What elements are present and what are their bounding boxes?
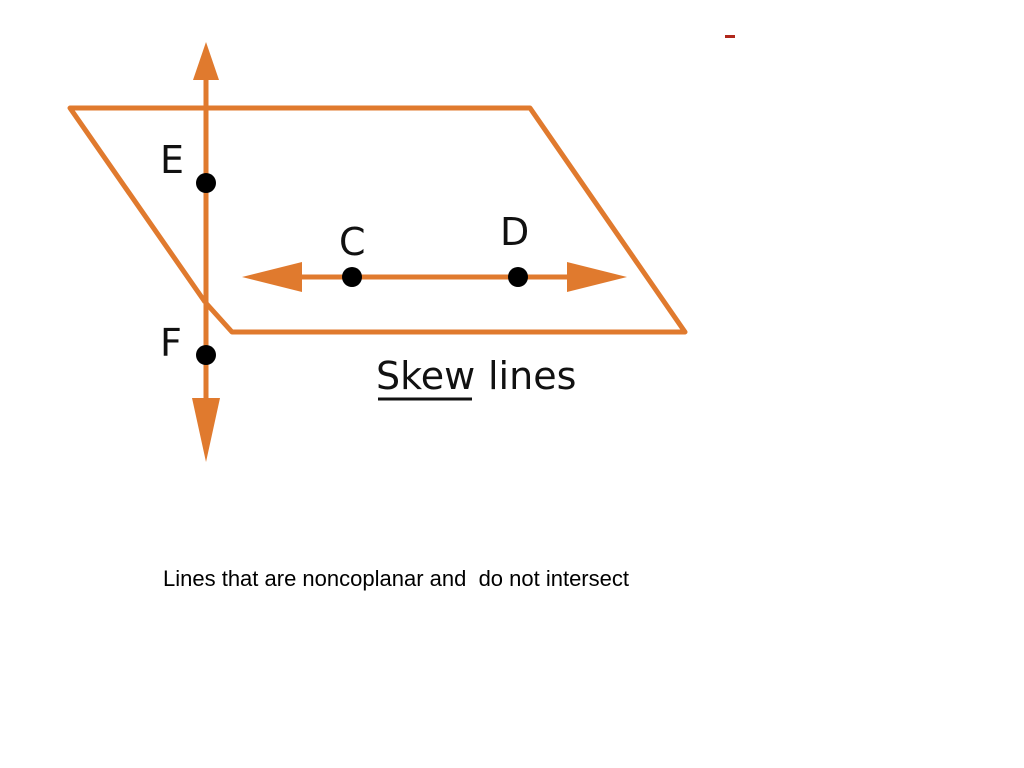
title-word-lines: lines <box>488 354 576 398</box>
plane-outline <box>67 105 688 335</box>
label-e: E <box>160 138 184 182</box>
corner-mark <box>725 35 735 38</box>
point-e <box>196 173 216 193</box>
point-d <box>508 267 528 287</box>
point-f <box>196 345 216 365</box>
label-f: F <box>160 321 182 365</box>
title-word-skew: Skew <box>376 354 475 398</box>
line-cd-arrow-right <box>567 262 627 292</box>
plane <box>67 105 688 335</box>
label-c: C <box>339 220 366 264</box>
line-cd-arrow-left <box>242 262 302 292</box>
caption: Lines that are noncoplanar and do not in… <box>163 566 629 591</box>
label-d: D <box>500 210 529 254</box>
point-c <box>342 267 362 287</box>
line-ef-arrow-up <box>193 42 219 80</box>
line-cd <box>242 262 627 292</box>
diagram-title: Skew lines <box>376 354 576 401</box>
line-ef <box>192 42 220 462</box>
line-ef-arrow-down <box>192 398 220 462</box>
